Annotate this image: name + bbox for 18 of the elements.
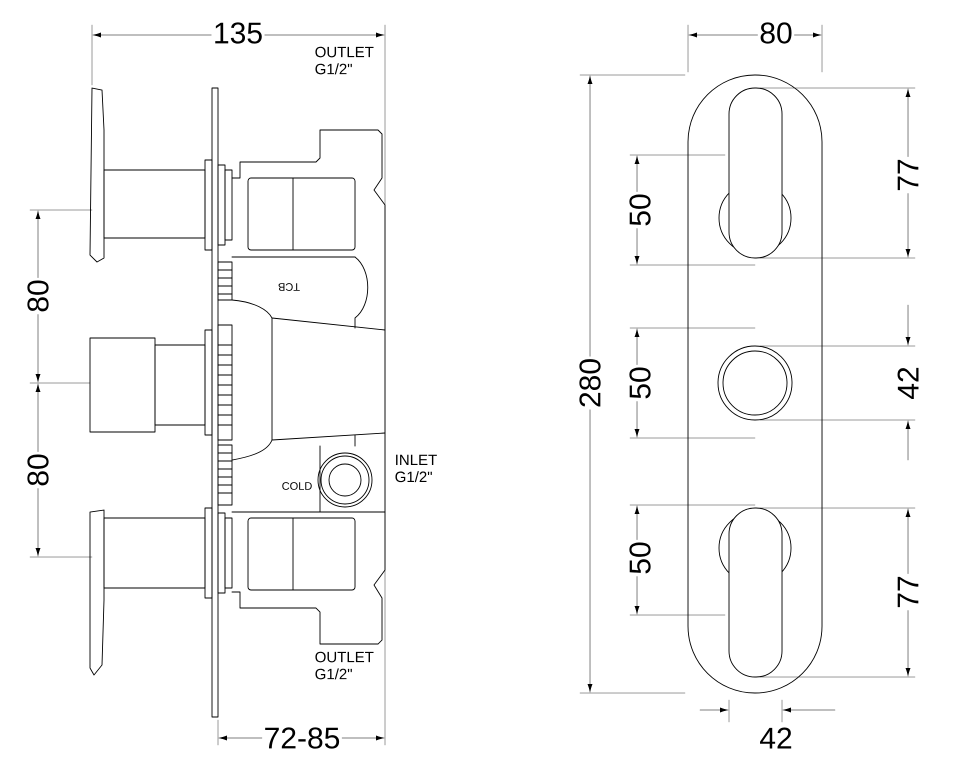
dimension-text: 77	[896, 574, 920, 610]
port-label: INLET G1/2"	[395, 454, 437, 482]
port-label: OUTLET G1/2"	[315, 652, 374, 680]
dimension-text: 50	[628, 540, 652, 576]
dimension-text: 80	[758, 20, 794, 46]
dimension-text: 42	[758, 726, 794, 750]
dimension-text: 135	[211, 20, 265, 46]
marking-text: COLD	[282, 482, 312, 490]
dimension-text: 77	[896, 156, 920, 194]
dimension-text: 42	[896, 364, 920, 402]
dimension-text: 80	[26, 452, 50, 488]
port-label: OUTLET G1/2"	[315, 46, 374, 74]
marking-text: TCB	[278, 283, 300, 291]
dimension-text: 50	[628, 192, 652, 228]
dimension-text: 80	[26, 278, 50, 314]
dimension-text: 280	[578, 356, 602, 410]
dimension-text: 72-85	[262, 726, 342, 750]
dimension-text: 50	[628, 364, 652, 402]
